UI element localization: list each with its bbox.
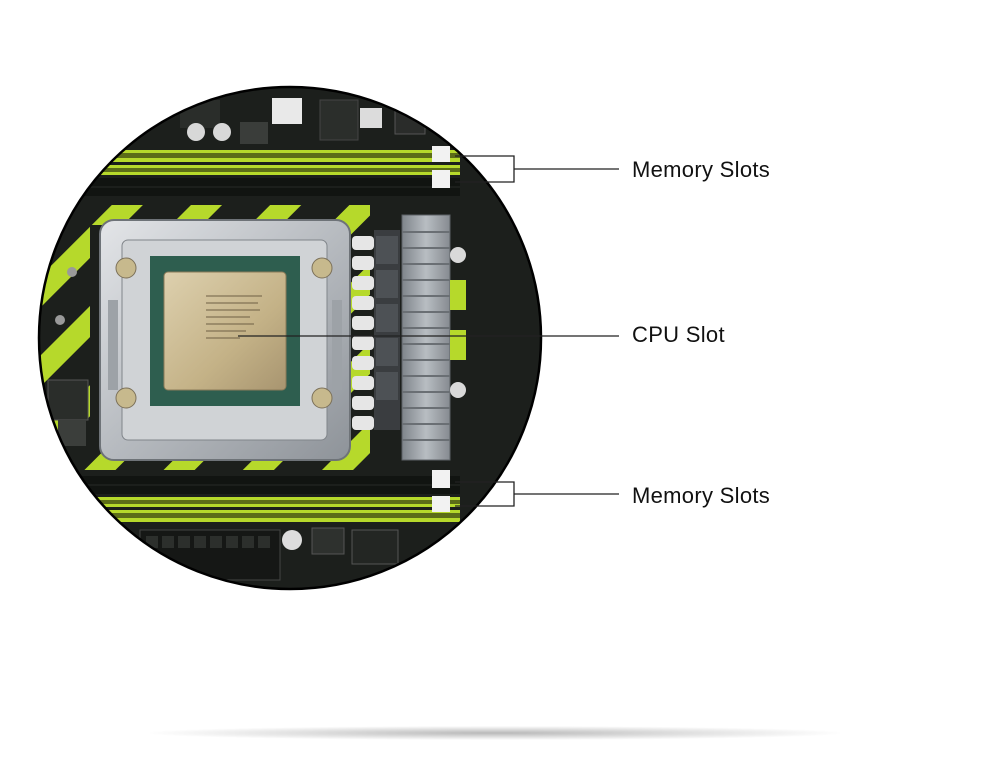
magnifier-circle [37,85,543,591]
memory-slots-top [60,146,460,196]
memory-slots-bottom [60,470,460,522]
floor-shadow [150,726,840,740]
memory-slots-bottom-label: Memory Slots [632,483,771,508]
magnified-board [39,87,541,589]
qr-sticker [272,98,302,124]
memory-slots-top-label: Memory Slots [632,157,771,182]
cpu-slot-label: CPU Slot [632,322,725,347]
cpu-socket [99,219,351,461]
top-components [180,98,426,144]
bottom-components [139,527,399,581]
leader-lines [238,155,619,507]
vrm-heatsink [401,214,466,461]
left-components [47,267,89,446]
vrm-chokes [352,230,400,430]
